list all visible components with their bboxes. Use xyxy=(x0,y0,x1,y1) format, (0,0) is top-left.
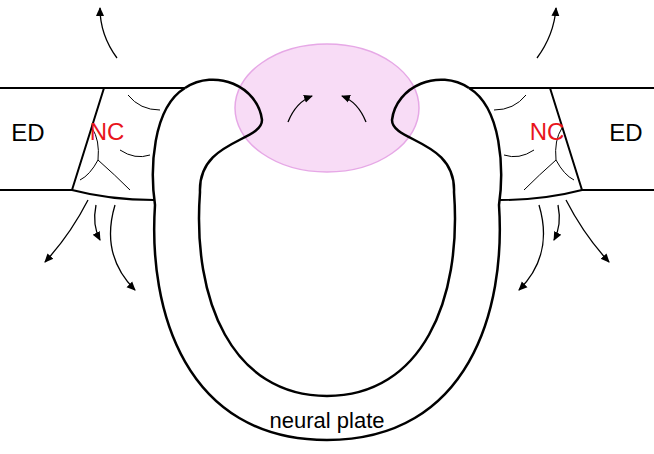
migration-arrows xyxy=(45,8,609,290)
tissue-region: ED xyxy=(11,120,44,146)
tissue-region: neural plate xyxy=(270,409,385,433)
neural-crest-label: NC xyxy=(90,119,125,145)
roof-region xyxy=(235,44,419,172)
tissue-region: NC xyxy=(90,119,125,145)
tissue-region: ED xyxy=(609,120,642,146)
neural-crest-label: NC xyxy=(530,119,565,145)
ectoderm-label: ED xyxy=(11,120,44,146)
crest-cells xyxy=(80,95,574,190)
neural-plate-outline xyxy=(153,80,501,440)
ectoderm-label: ED xyxy=(609,120,642,146)
ectoderm-lines xyxy=(0,88,654,200)
neural-plate-label: neural plate xyxy=(270,409,385,433)
tissue-region: NC xyxy=(530,119,565,145)
